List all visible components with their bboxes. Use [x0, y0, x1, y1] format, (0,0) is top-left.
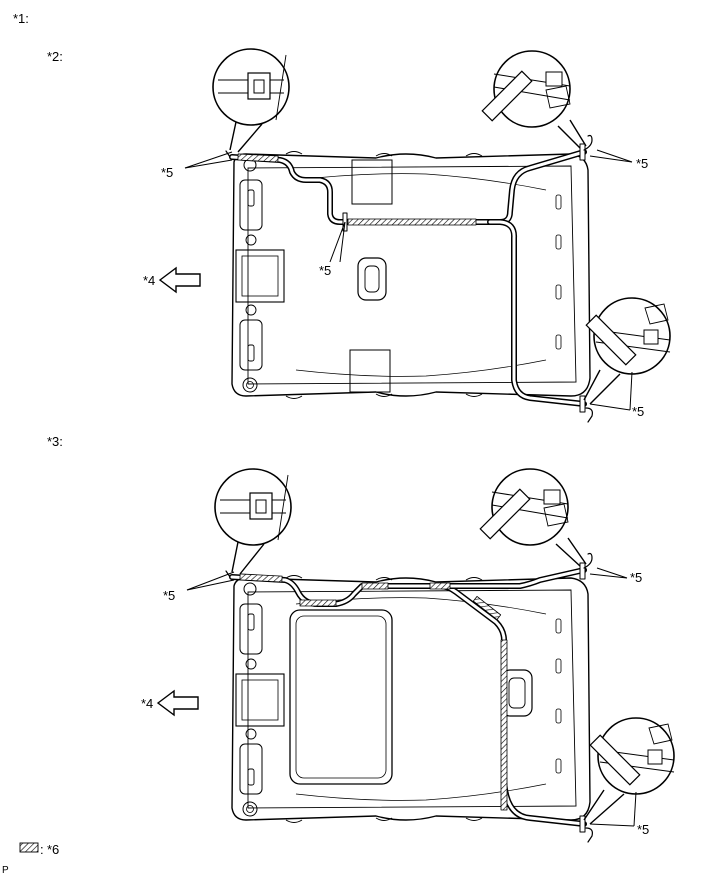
detail-bubble-b-right-top — [479, 468, 628, 579]
legend-separator: : — [40, 842, 44, 857]
legend-label: *6 — [47, 842, 60, 857]
front-arrow-a — [158, 266, 201, 294]
clamp-label-b-left: *5 — [163, 588, 176, 603]
clamp-label-a-right-top: *5 — [636, 156, 649, 171]
front-arrow-label-b: *4 — [141, 696, 154, 711]
detail-bubble-b-left — [186, 468, 292, 591]
detail-bubble-a-left — [184, 48, 290, 169]
clamp-label-a-left: *5 — [161, 165, 174, 180]
detail-bubble-a-right-bottom — [583, 297, 671, 411]
clamp-label-b-right-bottom: *5 — [637, 822, 650, 837]
headliner-b — [231, 574, 591, 824]
label-1: *1: — [13, 11, 29, 26]
section-a-label: *2: — [47, 49, 63, 64]
legend-hatch-swatch — [19, 842, 39, 853]
clamp-label-a-center: *5 — [319, 263, 332, 278]
center-clamp-leader-a — [329, 221, 346, 263]
front-arrow-label-a: *4 — [143, 273, 156, 288]
detail-bubble-a-right-top — [481, 50, 633, 163]
clamp-label-b-right-top: *5 — [630, 570, 643, 585]
wire-harness-b — [225, 552, 593, 843]
section-b-label: *3: — [47, 434, 63, 449]
detail-bubble-b-right-bottom — [583, 717, 675, 827]
headliner-a — [231, 150, 591, 400]
wire-harness-a — [225, 134, 593, 423]
footer-code: P — [2, 865, 9, 876]
front-arrow-b — [156, 689, 199, 717]
clamp-label-a-right-bottom: *5 — [632, 404, 645, 419]
